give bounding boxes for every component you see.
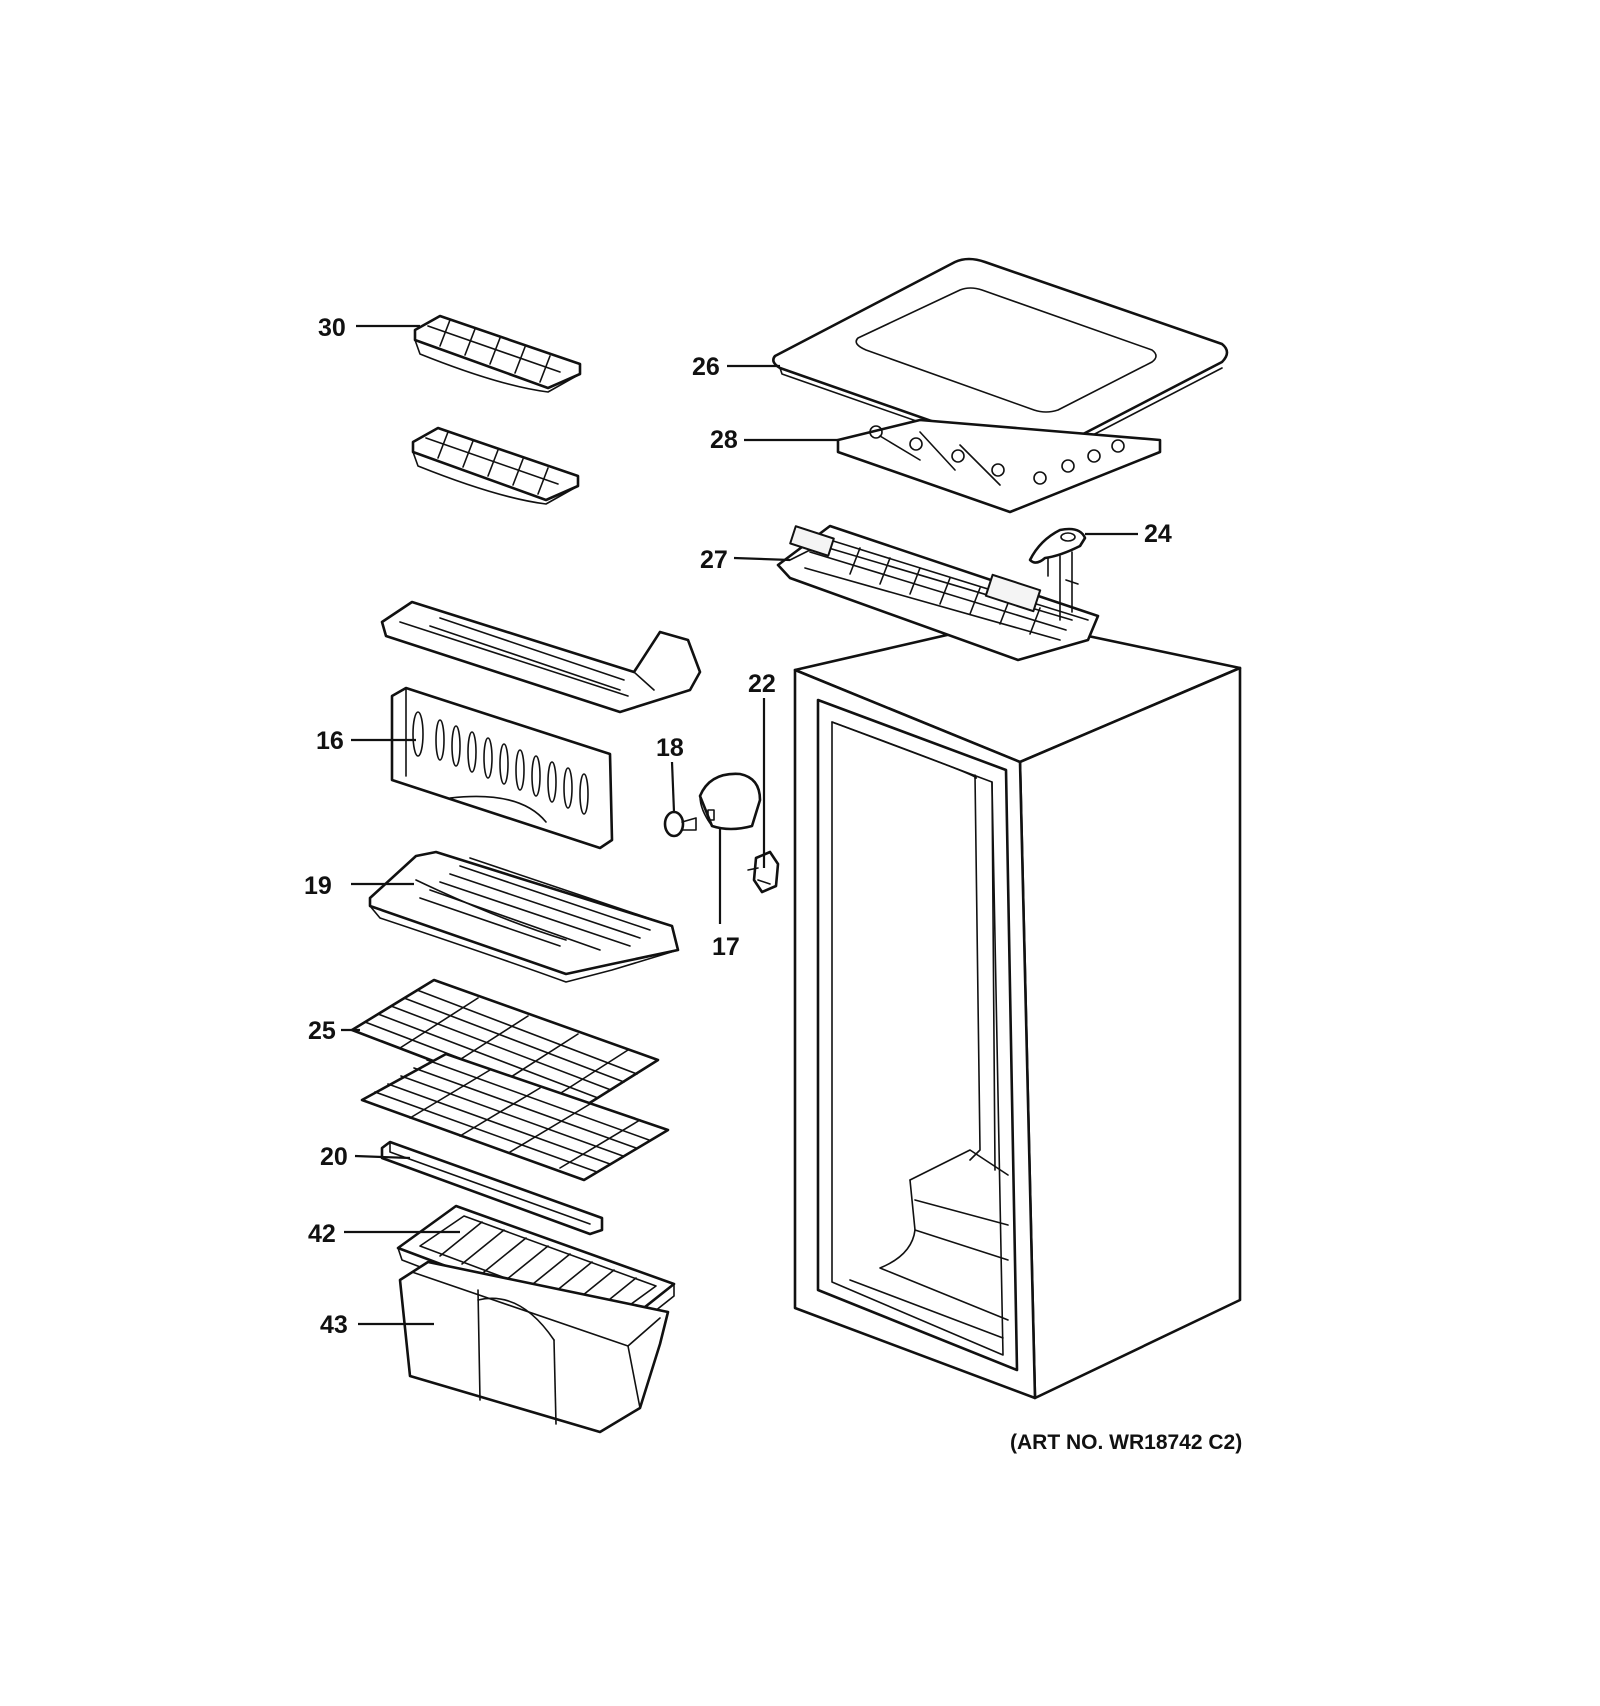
callout-43: 43 xyxy=(320,1311,348,1339)
callout-19: 19 xyxy=(304,872,332,900)
part-24-thermostat xyxy=(1028,527,1087,621)
callout-16: 16 xyxy=(316,727,344,755)
part-19-drip-tray xyxy=(368,850,680,983)
callout-30: 30 xyxy=(318,314,346,342)
callout-42: 42 xyxy=(308,1220,336,1248)
wire-shelf-lower xyxy=(360,1052,670,1182)
part-28-panel-strip xyxy=(836,418,1162,514)
callout-18: 18 xyxy=(656,734,684,762)
part-30-ice-tray-upper xyxy=(413,314,582,393)
part-43-crisper-drawer xyxy=(398,1260,670,1434)
part-17-light-shield xyxy=(698,772,762,831)
leader-lines xyxy=(341,324,1138,1326)
callout-25: 25 xyxy=(308,1017,336,1045)
callout-22: 22 xyxy=(748,670,776,698)
callout-24: 24 xyxy=(1144,520,1172,548)
cabinet-body xyxy=(793,618,1242,1400)
callout-labels: 30 26 28 24 27 22 16 18 19 17 25 20 42 4… xyxy=(304,314,1172,1339)
part-16-chiller-door xyxy=(390,686,614,850)
ice-tray-lower xyxy=(411,426,580,505)
callout-26: 26 xyxy=(692,353,720,381)
callout-20: 20 xyxy=(320,1143,348,1171)
callout-17: 17 xyxy=(712,933,740,961)
callout-28: 28 xyxy=(710,426,738,454)
art-number: (ART NO. WR18742 C2) xyxy=(1010,1431,1242,1454)
part-22-light-switch xyxy=(747,850,780,894)
chiller-tray xyxy=(380,600,702,714)
callout-27: 27 xyxy=(700,546,728,574)
part-27-evaporator-shelf xyxy=(776,524,1100,662)
part-18-light-bulb xyxy=(663,810,697,838)
